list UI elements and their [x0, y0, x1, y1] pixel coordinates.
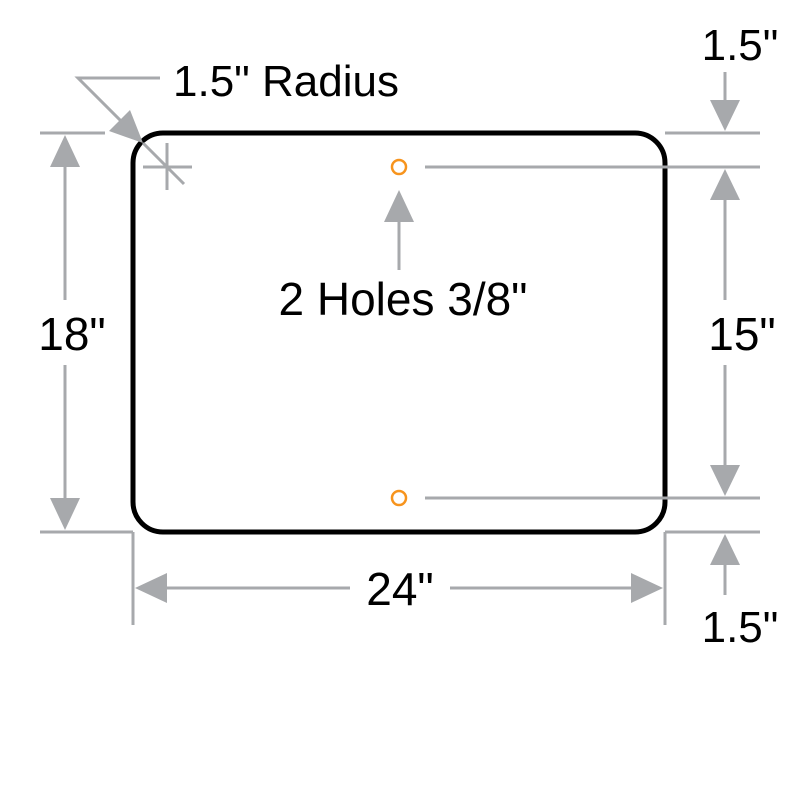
bottom-hole [390, 489, 408, 507]
hole-spacing-label: 15" [708, 308, 776, 360]
width-dimension [131, 532, 667, 625]
top-margin-label: 1.5" [702, 21, 779, 70]
right-dimensions [425, 72, 760, 595]
width-label: 24" [366, 563, 434, 615]
radius-leader [74, 76, 192, 190]
radius-label: 1.5" Radius [173, 57, 399, 106]
holes-label: 2 Holes 3/8" [278, 273, 527, 325]
bottom-margin-label: 1.5" [702, 603, 779, 652]
height-label: 18" [38, 308, 106, 360]
top-hole [390, 158, 408, 176]
sign-outline [130, 130, 668, 535]
height-dimension [40, 131, 133, 534]
holes-arrow [384, 190, 414, 270]
